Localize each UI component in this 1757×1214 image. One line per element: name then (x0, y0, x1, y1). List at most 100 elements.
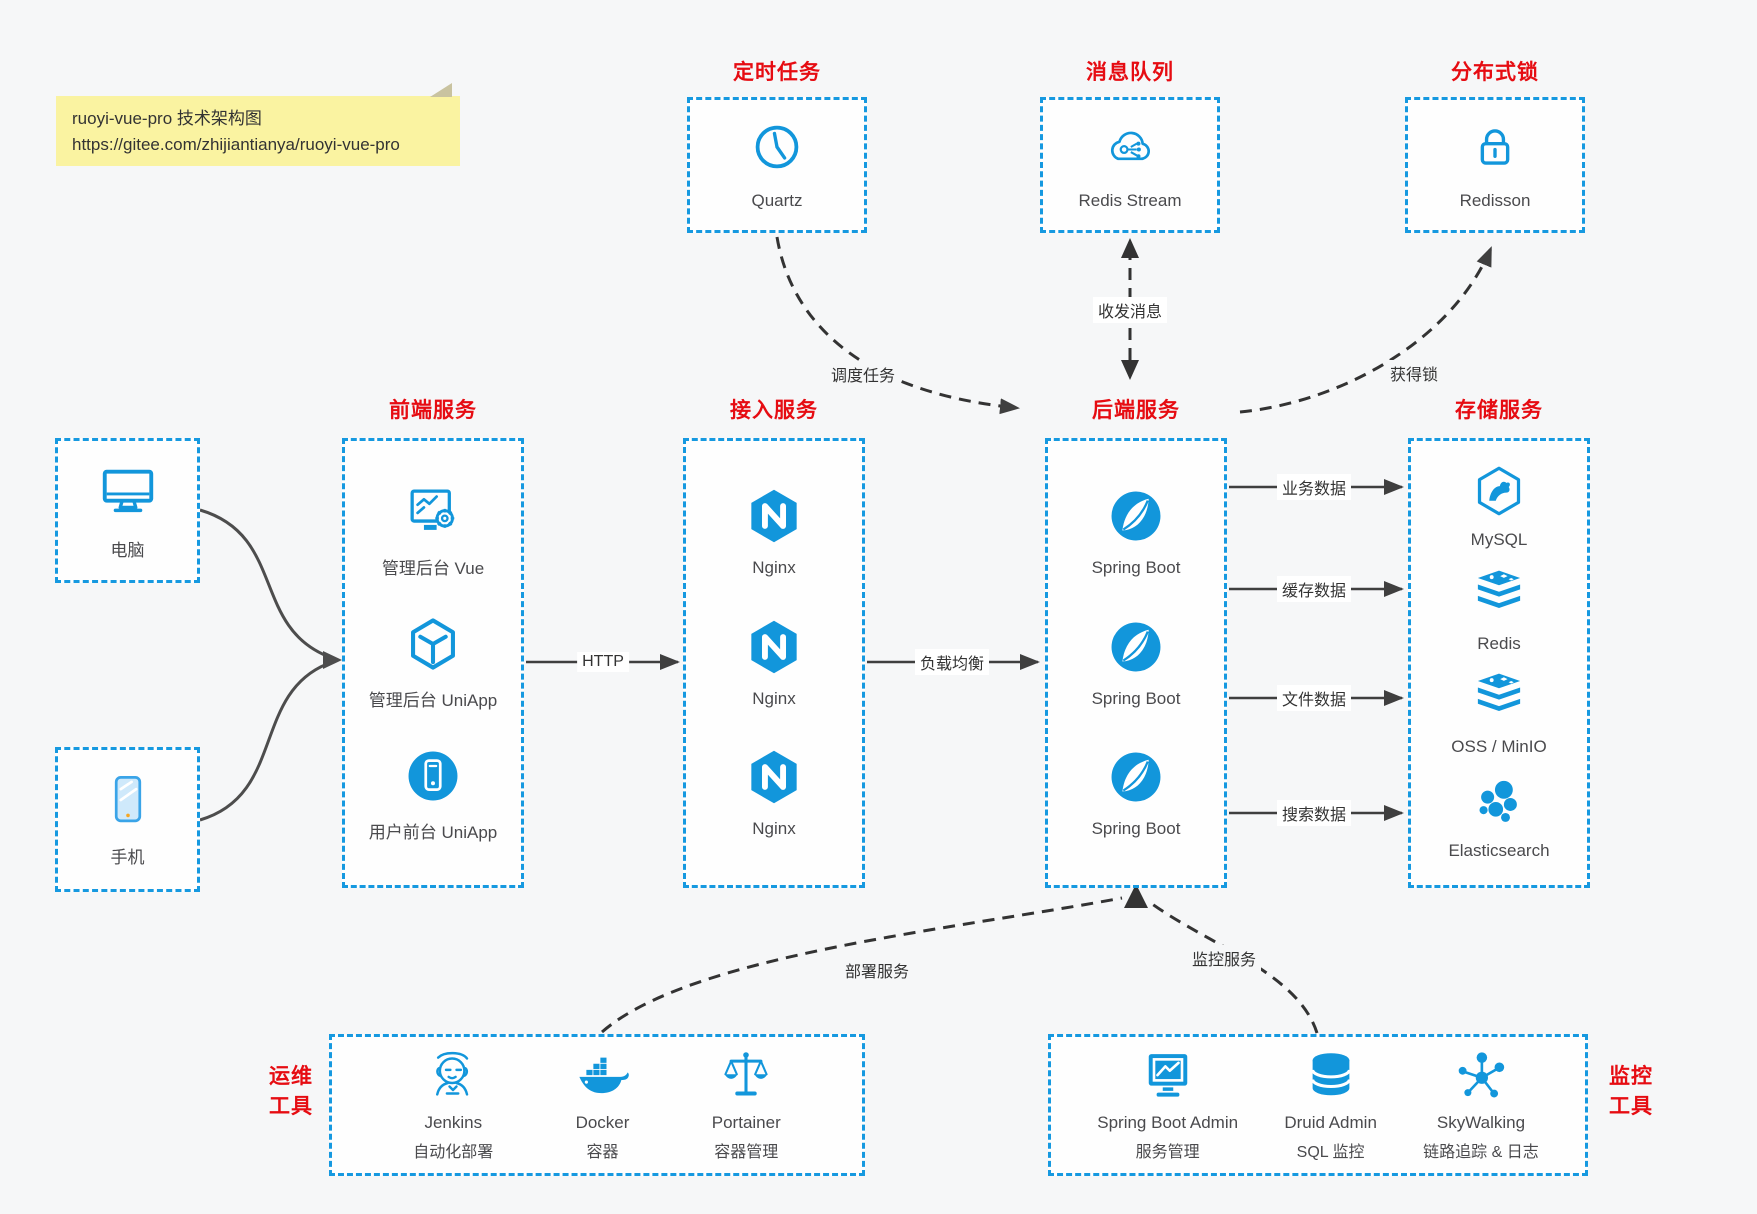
node-label: Redisson (1459, 190, 1531, 210)
node-druid-admin: Druid Admin SQL 监控 (1284, 1048, 1377, 1161)
flow-label-get-lock: 获得锁 (1384, 360, 1444, 386)
item-label: Nginx (752, 557, 796, 577)
cube-icon (404, 615, 462, 678)
mobile-app-icon (404, 747, 462, 810)
node-spring-boot-1: Spring Boot (1092, 487, 1180, 578)
flow-label-cache-data: 缓存数据 (1276, 576, 1352, 602)
item-label: Nginx (752, 688, 796, 708)
nginx-icon (745, 748, 803, 811)
title-storage-services: 存储服务 (1455, 399, 1543, 422)
flow-label-monitor: 监控服务 (1186, 945, 1262, 971)
spring-boot-icon (1107, 748, 1165, 811)
tool-sub: 容器 (586, 1143, 619, 1161)
label-monitoring-line1: 监控 (1609, 1065, 1653, 1088)
node-label: Redis Stream (1078, 190, 1182, 210)
tool-name: Portainer (711, 1113, 781, 1133)
spring-boot-admin-icon (1140, 1048, 1196, 1109)
oss-minio-icon (1473, 672, 1525, 729)
client-merge-arrowhead (323, 651, 342, 669)
node-admin-uniapp: 管理后台 UniApp (369, 615, 497, 711)
portainer-icon (718, 1048, 774, 1109)
node-nginx-2: Nginx (745, 618, 803, 709)
deploy-monitor-arrowhead (1124, 884, 1148, 908)
item-label: Spring Boot (1091, 819, 1181, 839)
client-merge-curves (199, 508, 328, 822)
tool-sub: 自动化部署 (413, 1143, 494, 1161)
item-label: 用户前台 UniApp (368, 823, 498, 842)
node-jenkins: Jenkins 自动化部署 (413, 1048, 493, 1161)
tool-name: Docker (575, 1113, 630, 1133)
item-label: Elasticsearch (1448, 840, 1550, 860)
item-label: OSS / MinIO (1451, 737, 1547, 757)
flow-get-lock (1239, 246, 1493, 414)
group-access-services: Nginx Nginx Nginx (683, 438, 865, 888)
group-storage-services: MySQL Redis OSS / MinIO Elasticsearch (1408, 438, 1590, 888)
nginx-icon (745, 487, 803, 550)
node-pc-client: 电脑 (55, 438, 200, 583)
tool-sub: 链路追踪 & 日志 (1423, 1143, 1539, 1161)
node-mobile-client: 手机 (55, 747, 200, 892)
item-label: Nginx (752, 819, 796, 839)
label-monitoring-tools: 监控 工具 (1602, 1062, 1660, 1123)
flow-label-deploy: 部署服务 (839, 957, 915, 983)
node-redis-stream: Redis Stream (1040, 97, 1220, 233)
druid-icon (1303, 1048, 1359, 1109)
title-access-services: 接入服务 (730, 399, 818, 422)
node-label: Quartz (751, 190, 803, 210)
lock-icon (1468, 120, 1522, 179)
tool-name: SkyWalking (1436, 1113, 1526, 1133)
node-redisson: Redisson (1405, 97, 1585, 233)
flow-schedule-task (775, 236, 1020, 415)
mysql-icon (1473, 465, 1525, 522)
tool-sub: SQL 监控 (1296, 1143, 1365, 1161)
clock-icon (750, 120, 804, 179)
label-monitoring-line2: 工具 (1609, 1095, 1653, 1119)
item-label: 管理后台 UniApp (368, 691, 498, 710)
spring-boot-icon (1107, 487, 1165, 550)
skywalking-icon (1453, 1048, 1509, 1109)
spring-boot-icon (1107, 618, 1165, 681)
group-ops-tools: Jenkins 自动化部署 Docker 容器 Portainer 容器管理 (329, 1034, 865, 1176)
client-label: 手机 (110, 848, 145, 867)
label-ops-tools: 运维 工具 (262, 1062, 320, 1123)
elasticsearch-icon (1473, 776, 1525, 833)
node-spring-boot-admin: Spring Boot Admin 服务管理 (1097, 1048, 1238, 1161)
message-arrowhead-up (1121, 238, 1139, 258)
flow-label-biz-data: 业务数据 (1276, 474, 1352, 500)
cloud-queue-icon (1103, 120, 1157, 179)
node-spring-boot-2: Spring Boot (1092, 618, 1180, 709)
message-arrowhead-down (1121, 360, 1139, 380)
tool-name: Druid Admin (1284, 1113, 1377, 1133)
jenkins-icon (425, 1048, 481, 1109)
item-label: Redis (1477, 633, 1521, 653)
node-portainer: Portainer 容器管理 (712, 1048, 781, 1161)
title-frontend-services: 前端服务 (389, 399, 477, 422)
node-redis: Redis (1473, 569, 1525, 654)
node-nginx-3: Nginx (745, 748, 803, 839)
tool-name: Spring Boot Admin (1097, 1113, 1239, 1133)
group-backend-services: Spring Boot Spring Boot Spring Boot (1045, 438, 1227, 888)
flow-deploy-service (601, 896, 1123, 1034)
node-user-uniapp: 用户前台 UniApp (369, 747, 497, 843)
title-message-queue: 消息队列 (1086, 61, 1174, 84)
flow-label-search-data: 搜索数据 (1276, 800, 1352, 826)
node-admin-vue: 管理后台 Vue (382, 483, 484, 579)
flow-label-schedule: 调度任务 (825, 361, 901, 387)
node-nginx-1: Nginx (745, 487, 803, 578)
group-monitoring-tools: Spring Boot Admin 服务管理 Druid Admin SQL 监… (1048, 1034, 1588, 1176)
tool-sub: 服务管理 (1135, 1143, 1200, 1161)
node-quartz: Quartz (687, 97, 867, 233)
label-ops-line2: 工具 (269, 1095, 313, 1119)
desktop-icon (97, 460, 159, 527)
nginx-icon (745, 618, 803, 681)
title-distributed-lock: 分布式锁 (1451, 61, 1539, 84)
flow-label-file-data: 文件数据 (1276, 685, 1352, 711)
client-label: 电脑 (110, 541, 145, 560)
node-mysql: MySQL (1471, 465, 1527, 550)
flow-label-http: HTTP (577, 652, 629, 672)
item-label: 管理后台 Vue (381, 559, 485, 578)
admin-dashboard-icon (404, 483, 462, 546)
group-frontend-services: 管理后台 Vue 管理后台 UniApp 用户前台 UniApp (342, 438, 524, 888)
flow-label-load-balance: 负载均衡 (914, 649, 990, 675)
